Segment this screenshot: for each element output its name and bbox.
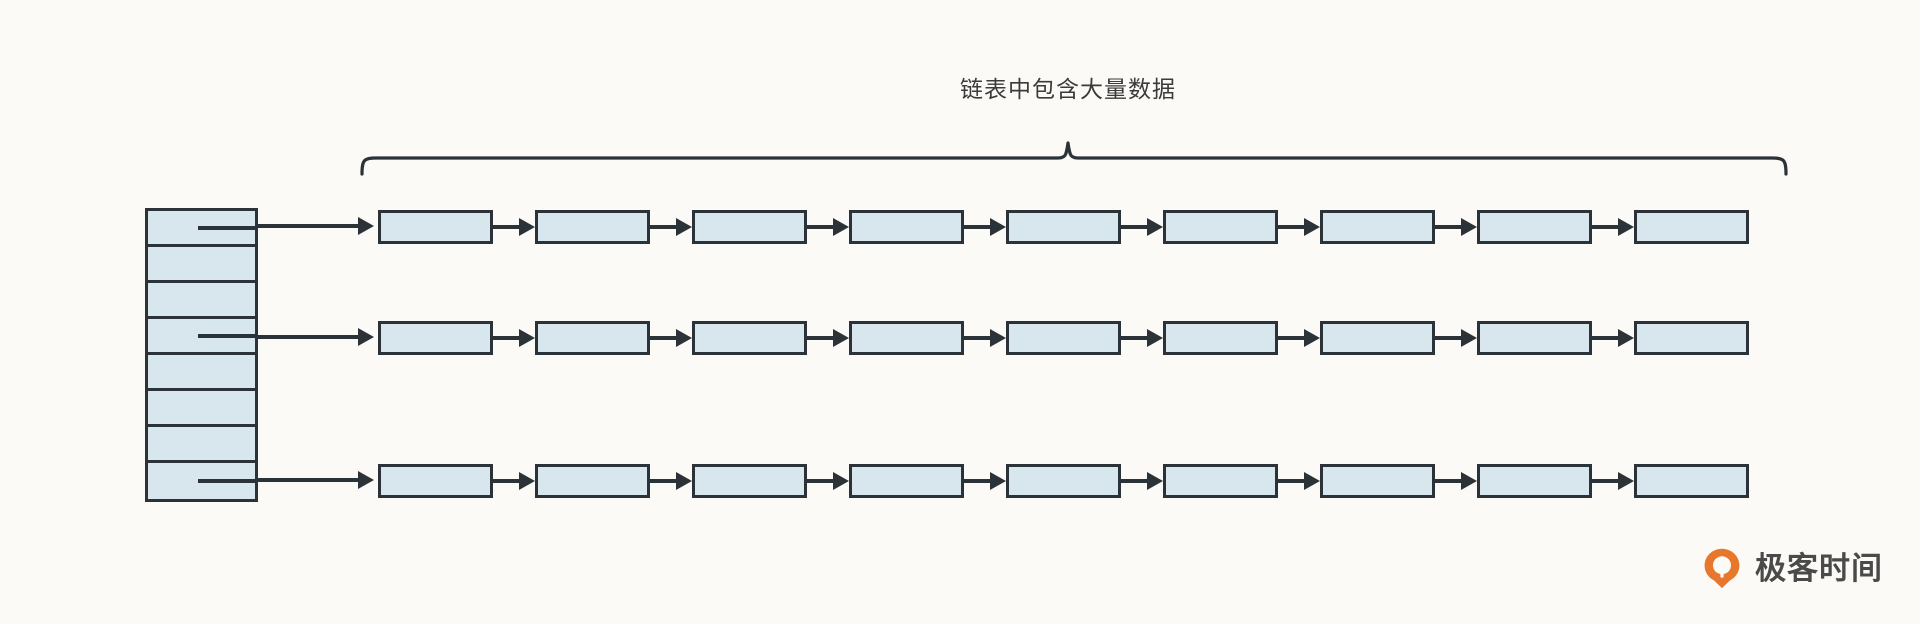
next-pointer-arrow (1435, 464, 1477, 498)
bucket-to-list-arrow-2 (258, 463, 378, 497)
next-pointer-arrow (807, 210, 849, 244)
list-node[interactable] (378, 464, 493, 498)
bucket-cell-6[interactable] (148, 427, 255, 463)
list-node[interactable] (1006, 210, 1121, 244)
list-node[interactable] (1163, 321, 1278, 355)
list-node[interactable] (1634, 464, 1749, 498)
list-node[interactable] (849, 464, 964, 498)
list-node[interactable] (378, 321, 493, 355)
list-node[interactable] (692, 210, 807, 244)
diagram-caption: 链表中包含大量数据 (960, 76, 1176, 102)
bucket-cell-1[interactable] (148, 247, 255, 283)
list-node[interactable] (849, 210, 964, 244)
list-node[interactable] (1006, 464, 1121, 498)
linked-list-row-0 (378, 209, 1749, 245)
list-node[interactable] (1320, 210, 1435, 244)
bucket-pointer-0 (198, 225, 256, 230)
bucket-to-list-arrow-0 (258, 209, 378, 243)
range-brace-icon (360, 141, 1788, 176)
next-pointer-arrow (1278, 464, 1320, 498)
next-pointer-arrow (807, 321, 849, 355)
list-node[interactable] (849, 321, 964, 355)
list-node[interactable] (1006, 321, 1121, 355)
next-pointer-arrow (1121, 321, 1163, 355)
list-node[interactable] (1477, 321, 1592, 355)
bucket-cell-4[interactable] (148, 355, 255, 391)
linked-list-row-1 (378, 320, 1749, 356)
next-pointer-arrow (1278, 210, 1320, 244)
next-pointer-arrow (1121, 210, 1163, 244)
next-pointer-arrow (1592, 210, 1634, 244)
next-pointer-arrow (964, 464, 1006, 498)
bucket-to-list-arrow-1 (258, 320, 378, 354)
list-node[interactable] (1163, 464, 1278, 498)
next-pointer-arrow (964, 321, 1006, 355)
list-node[interactable] (1320, 464, 1435, 498)
list-node[interactable] (1477, 210, 1592, 244)
next-pointer-arrow (650, 464, 692, 498)
list-node[interactable] (1634, 321, 1749, 355)
bucket-array (145, 208, 258, 502)
bucket-pointer-7 (198, 479, 256, 483)
list-node[interactable] (692, 464, 807, 498)
geektime-logo-icon (1704, 548, 1740, 589)
list-node[interactable] (535, 210, 650, 244)
next-pointer-arrow (493, 464, 535, 498)
bucket-cell-5[interactable] (148, 391, 255, 427)
next-pointer-arrow (650, 321, 692, 355)
list-node[interactable] (1320, 321, 1435, 355)
next-pointer-arrow (1121, 464, 1163, 498)
list-node[interactable] (1163, 210, 1278, 244)
next-pointer-arrow (493, 210, 535, 244)
list-node[interactable] (1634, 210, 1749, 244)
brand-name: 极客时间 (1755, 550, 1883, 586)
linked-list-row-2 (378, 463, 1749, 499)
next-pointer-arrow (650, 210, 692, 244)
bucket-cell-2[interactable] (148, 283, 255, 319)
next-pointer-arrow (1435, 321, 1477, 355)
bucket-cell-3[interactable] (148, 319, 256, 355)
next-pointer-arrow (807, 464, 849, 498)
next-pointer-arrow (493, 321, 535, 355)
list-node[interactable] (692, 321, 807, 355)
bucket-cell-7[interactable] (148, 463, 256, 499)
list-node[interactable] (1477, 464, 1592, 498)
bucket-pointer-3 (198, 333, 256, 338)
next-pointer-arrow (964, 210, 1006, 244)
brand-watermark: 极客时间 (1700, 546, 1883, 590)
next-pointer-arrow (1592, 464, 1634, 498)
list-node[interactable] (378, 210, 493, 244)
next-pointer-arrow (1435, 210, 1477, 244)
list-node[interactable] (535, 321, 650, 355)
list-node[interactable] (535, 464, 650, 498)
next-pointer-arrow (1278, 321, 1320, 355)
next-pointer-arrow (1592, 321, 1634, 355)
bucket-cell-0[interactable] (148, 211, 256, 247)
